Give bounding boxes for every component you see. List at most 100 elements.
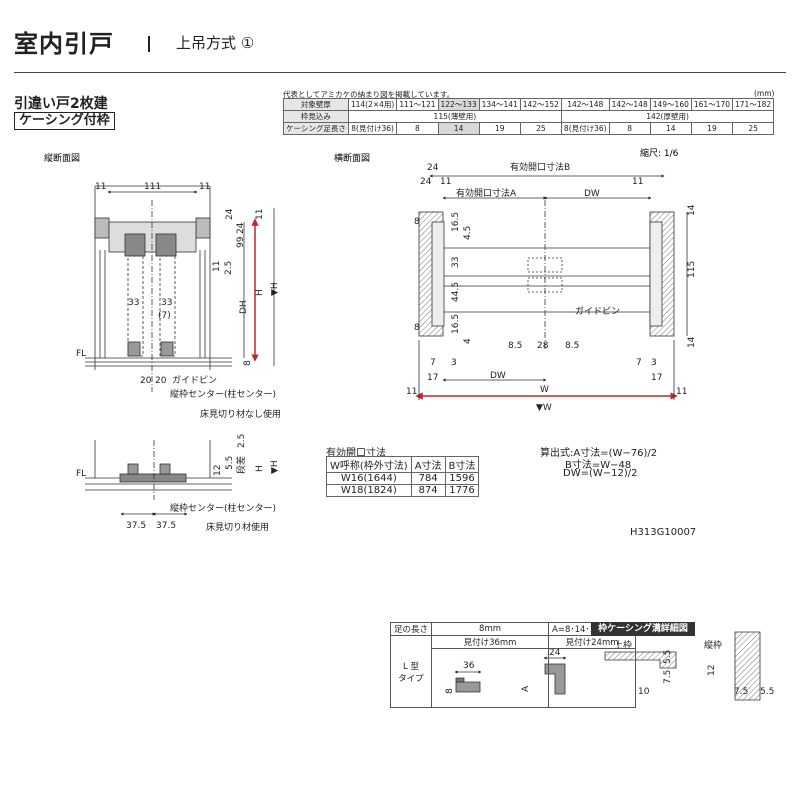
dim-label: 11 bbox=[199, 182, 210, 192]
dim-label: 11 bbox=[440, 177, 451, 187]
spec-table: 対象壁厚 114(2×4用) 111～121 122～133 134～141 1… bbox=[283, 98, 775, 135]
vertical-section-title: 縦断面図 bbox=[44, 152, 80, 164]
table-cell: 25 bbox=[732, 122, 775, 135]
page-subtitle: 上吊方式 ① bbox=[176, 34, 255, 52]
table-header-cell: 枠見込み bbox=[283, 110, 349, 123]
effective-table-title: 有効開口寸法 bbox=[326, 448, 386, 459]
table-header-cell: B寸法 bbox=[444, 456, 480, 473]
table-cell: 1596 bbox=[444, 472, 480, 485]
vh-label: ▼H bbox=[270, 282, 280, 296]
table-header-cell: L 型 タイプ bbox=[389, 635, 433, 708]
header-rule bbox=[14, 72, 786, 73]
h-label: H bbox=[255, 289, 265, 296]
horizontal-section-dims: 24 24 11 11 16.5 4.5 33 44.5 16.5 4 8.5 … bbox=[406, 161, 697, 413]
sill-section bbox=[85, 440, 232, 516]
table-row bbox=[391, 648, 637, 708]
casing-detail-title: 枠ケーシング溝詳細図 bbox=[591, 622, 695, 636]
dim-label: 24 bbox=[427, 163, 439, 173]
table-cell: 見付け36mm bbox=[431, 635, 550, 649]
no-sill-label: 床見切り材なし使用 bbox=[200, 408, 281, 420]
dim-label: 11 bbox=[406, 387, 417, 397]
dim-label: 12 bbox=[213, 465, 223, 476]
spec-unit: (mm) bbox=[754, 89, 775, 98]
guide-pin-label: ガイドピン bbox=[172, 375, 217, 386]
table-cell: 8mm bbox=[431, 622, 550, 636]
fl-label: FL bbox=[76, 349, 86, 359]
step-label: 段差 bbox=[235, 456, 247, 474]
dim-label: 14 bbox=[687, 204, 697, 216]
table-row: W呼称(枠外寸法) A寸法 B寸法 bbox=[326, 456, 480, 473]
dim-label: 12 bbox=[707, 665, 717, 676]
dim-label: 33 bbox=[451, 257, 461, 268]
sill-section-dims: 2.5 5.5 12 37.5 37.5 FL 段差 H ▼H 縦枠センター(柱… bbox=[76, 434, 280, 533]
dim-label: 7.5 bbox=[734, 687, 748, 697]
table-row: W18(1824) 874 1776 bbox=[326, 484, 480, 497]
dim-label: 44.5 bbox=[451, 282, 461, 302]
h-label: H bbox=[255, 465, 265, 472]
table-cell: 1776 bbox=[444, 484, 480, 497]
dw-label: DW bbox=[584, 189, 600, 199]
dh-label: DH bbox=[239, 300, 249, 314]
dim-label: 11 bbox=[632, 177, 643, 187]
dim-label: 2.5 bbox=[237, 434, 247, 448]
table-row: W16(1644) 784 1596 bbox=[326, 472, 480, 485]
table-row: L 型 タイプ 見付け36mm 見付け24mm bbox=[389, 635, 637, 708]
dim-label: 7 bbox=[430, 358, 436, 368]
dim-label: 5.5 bbox=[663, 650, 673, 664]
table-cell: W18(1824) bbox=[326, 484, 412, 497]
product-frame-label: ケーシング付枠 bbox=[14, 112, 115, 130]
dim-label: 2.5 bbox=[224, 261, 234, 275]
guide-pin-label: ガイドピン bbox=[575, 306, 620, 317]
vw-label: ▼W bbox=[536, 403, 552, 413]
dim-label: 24 bbox=[236, 222, 246, 234]
dim-label: 16.5 bbox=[451, 212, 461, 232]
title-divider bbox=[148, 36, 150, 52]
w-label: W bbox=[540, 385, 549, 395]
dim-label: 8.5 bbox=[508, 341, 522, 351]
dim-label: 37.5 bbox=[156, 521, 176, 531]
dim-label: 20 bbox=[155, 376, 167, 386]
dim-label: 16.5 bbox=[451, 314, 461, 334]
table-cell bbox=[431, 648, 550, 708]
dim-label: 7 bbox=[636, 358, 642, 368]
effective-table: W呼称(枠外寸法) A寸法 B寸法 W16(1644) 784 1596 W18… bbox=[326, 456, 480, 497]
formula-a: 算出式:A寸法=(W−76)/2 bbox=[540, 448, 658, 459]
table-cell: W16(1644) bbox=[326, 472, 412, 485]
center-label: 縦枠センター(柱センター) bbox=[170, 388, 276, 400]
page-title: 室内引戸 bbox=[14, 30, 114, 58]
dim-label: 11 bbox=[255, 209, 265, 220]
dim-label: 24 bbox=[225, 208, 235, 220]
sill-label: 床見切り材使用 bbox=[206, 521, 269, 533]
dim-label: 11 bbox=[95, 182, 106, 192]
eff-b-label: 有効開口寸法B bbox=[510, 161, 570, 173]
dim-label: 7.5 bbox=[663, 670, 673, 684]
table-cell: 8(見付け36) bbox=[560, 122, 610, 135]
dim-label: 8 bbox=[243, 360, 253, 366]
dim-label: 10 bbox=[638, 687, 650, 697]
drawing-code: H313G10007 bbox=[630, 527, 697, 538]
dim-label: 111 bbox=[144, 182, 161, 192]
dim-label: 8 bbox=[414, 323, 420, 333]
dim-label: 99 bbox=[236, 236, 246, 248]
dim-label: 20 bbox=[140, 376, 152, 386]
dim-label: (7) bbox=[158, 311, 171, 321]
dim-label: 8.5 bbox=[565, 341, 579, 351]
dim-label: 5.5 bbox=[225, 456, 235, 470]
vertical-section-dims: 11 111 11 24 11 99 24 11 2.5 33 33 (7) 2… bbox=[76, 182, 281, 420]
dim-label: 33 bbox=[161, 298, 172, 308]
dim-label: 3 bbox=[651, 358, 657, 368]
table-cell: 8(見付け36) bbox=[347, 122, 398, 135]
dim-label: 5.5 bbox=[760, 687, 774, 697]
table-cell: 見付け24mm bbox=[548, 635, 637, 649]
dim-label: 24 bbox=[420, 177, 432, 187]
formula-dw: DW=(W−12)/2 bbox=[563, 468, 638, 479]
dim-label: 115 bbox=[687, 261, 697, 278]
dw-label-bottom: DW bbox=[490, 371, 506, 381]
fl-label: FL bbox=[76, 469, 86, 479]
dim-label: 11 bbox=[676, 387, 687, 397]
dim-label: 37.5 bbox=[126, 521, 146, 531]
dim-label: 17 bbox=[651, 373, 662, 383]
dim-label: 28 bbox=[537, 341, 549, 351]
horizontal-section bbox=[415, 174, 688, 400]
